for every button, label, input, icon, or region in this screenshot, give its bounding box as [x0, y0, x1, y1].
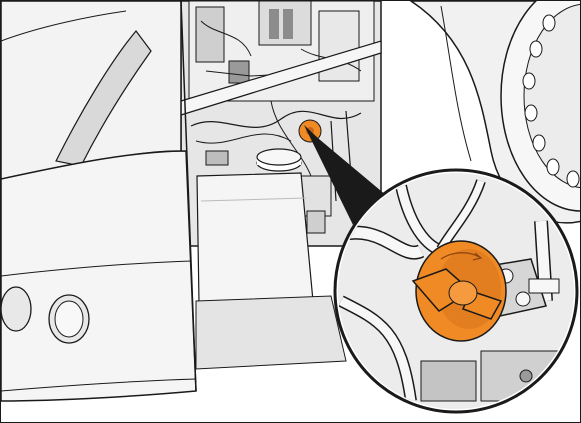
- detail-magnifier: [331, 169, 581, 414]
